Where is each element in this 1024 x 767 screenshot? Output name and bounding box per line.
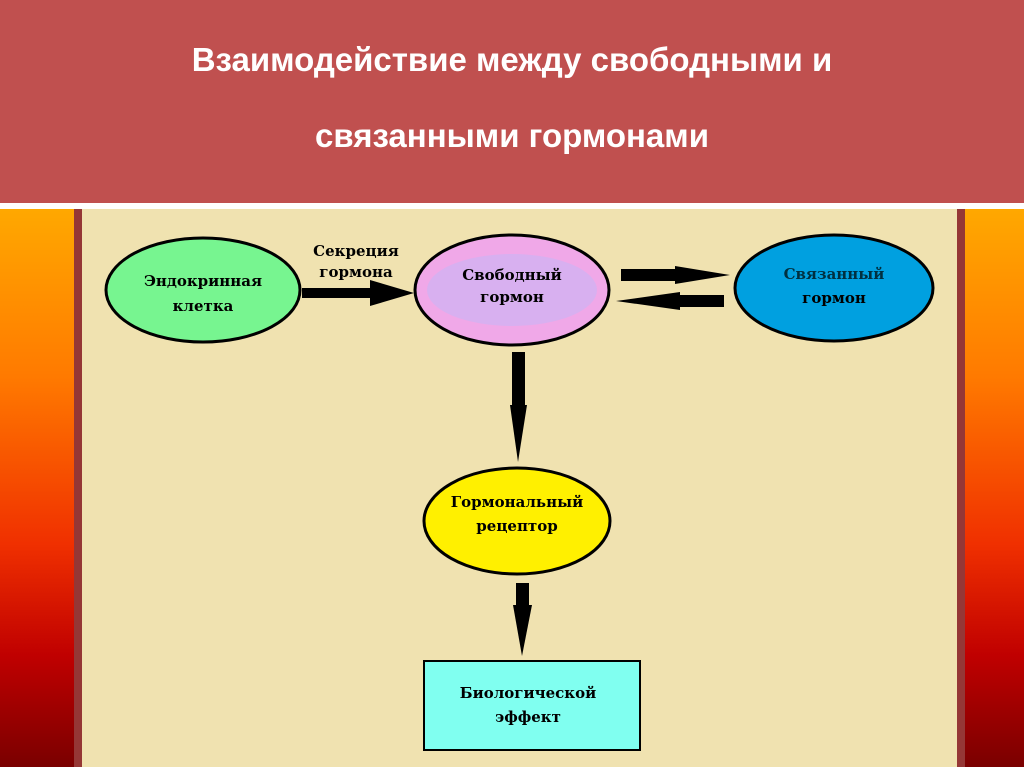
- label: рецептор: [476, 517, 557, 535]
- node-effect: Биологической эффект: [423, 660, 641, 751]
- label: Эндокринная: [144, 272, 262, 290]
- label: Свободный: [462, 266, 562, 284]
- label: гормон: [802, 289, 866, 307]
- title-line-2: связанными гормонами: [314, 117, 709, 154]
- edge-receptor-to-effect: [513, 583, 532, 656]
- node-free-hormone: Свободный гормон: [413, 233, 611, 347]
- slide-header: [0, 0, 1024, 203]
- label: клетка: [173, 297, 234, 315]
- edge-label: Секреция: [313, 242, 399, 260]
- edge-secretion: Секреция гормона: [302, 242, 414, 306]
- title-line-1: Взаимодействие между свободными и: [191, 41, 833, 78]
- label: Биологической: [460, 684, 596, 702]
- edge-bound-to-free: [616, 292, 724, 310]
- edge-free-to-receptor: [510, 352, 527, 462]
- right-gradient-bar: [965, 209, 1024, 767]
- label: Связанный: [784, 265, 885, 283]
- label: гормон: [480, 288, 544, 306]
- slide-title: Взаимодействие между свободными и связан…: [0, 22, 1024, 174]
- right-border: [957, 209, 965, 767]
- edge-label: гормона: [319, 263, 393, 281]
- label: Гормональный: [451, 493, 583, 511]
- edge-free-to-bound: [621, 266, 730, 284]
- label: эффект: [495, 708, 561, 726]
- node-endocrine-cell: Эндокринная клетка: [104, 236, 302, 344]
- node-bound-hormone: Связанный гормон: [733, 233, 935, 343]
- arrow-icon: [370, 280, 414, 306]
- node-receptor: Гормональный рецептор: [422, 466, 612, 576]
- left-border: [74, 209, 82, 767]
- left-gradient-bar: [0, 209, 74, 767]
